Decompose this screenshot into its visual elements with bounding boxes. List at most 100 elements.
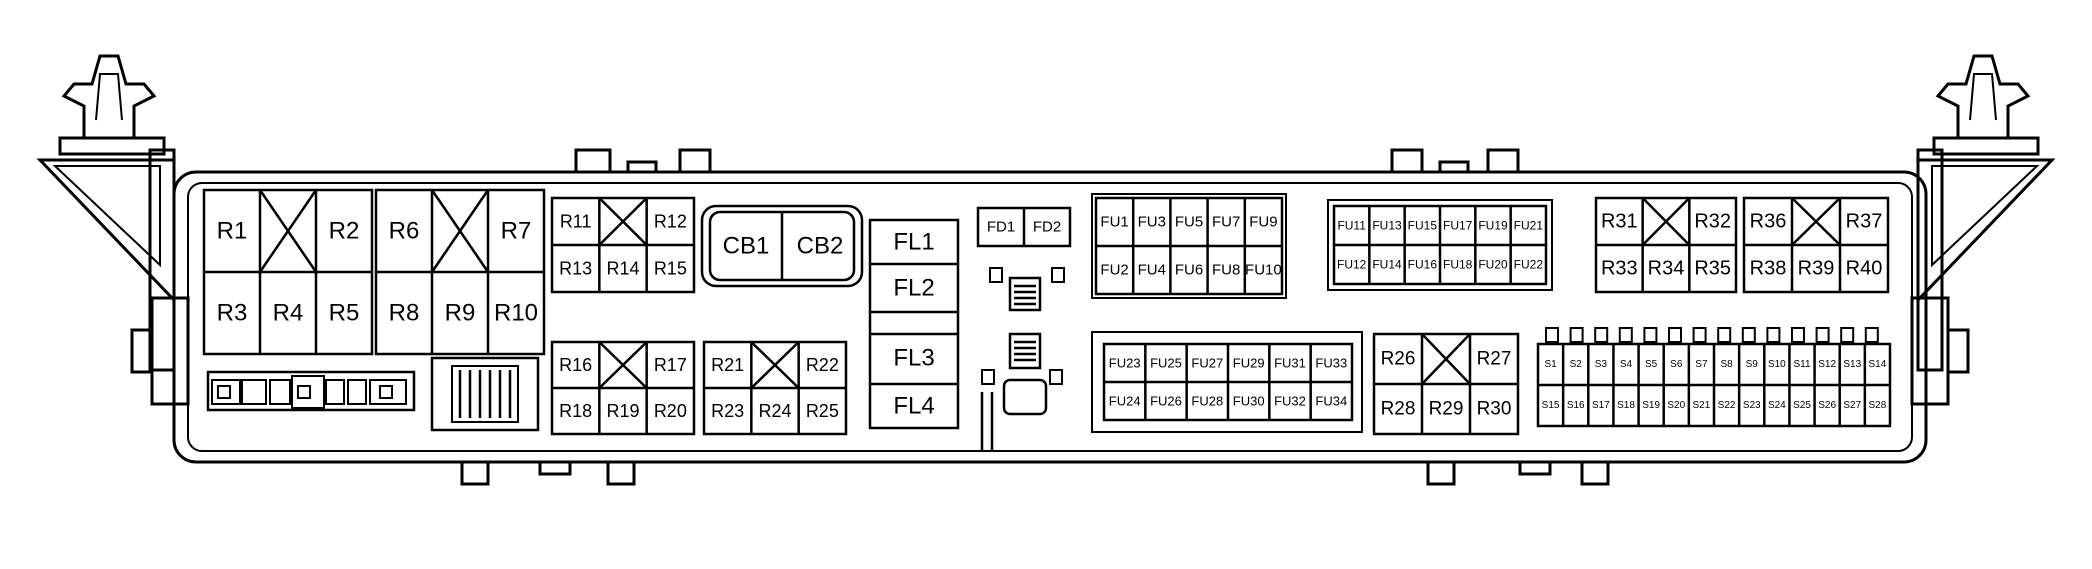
left-clip-base [58,136,166,156]
circuit-breaker-block [700,204,864,288]
small-fuse-label: S8 [1720,359,1733,370]
fuse-label: FU33 [1315,356,1347,371]
fuse-label: FU22 [1514,258,1544,272]
small-terminal [989,267,1003,283]
small-fuse-label: S11 [1793,359,1810,370]
relay-label: R32 [1694,211,1731,233]
left-mounting-bracket [36,158,176,304]
circuit-breaker-label: CB2 [797,233,844,260]
top-tab [1390,148,1424,174]
fuse-label: FU29 [1233,356,1265,371]
small-fuse-top-tab [1717,327,1732,343]
center-connector-core [451,365,519,423]
relay-label: R6 [389,218,420,245]
empty-slot-cross [430,189,490,273]
small-terminal [1049,369,1063,385]
fuse-strip-slot [211,379,241,405]
relay-label: R3 [217,300,248,327]
fuse-label: FU27 [1191,356,1223,371]
small-fuse-top-tab [1692,327,1707,343]
empty-slot-cross [1791,197,1841,246]
mini-relay [1008,276,1042,312]
small-fuse-top-tab [1864,327,1879,343]
fuse-label: FU19 [1478,219,1508,233]
fuse-label: FU31 [1274,356,1306,371]
bottom-tab [538,460,572,476]
relay-label: R18 [559,401,592,421]
small-fuse-block [1536,342,1892,428]
bottom-tab [1426,460,1456,486]
fuse-strip-slot [347,379,367,405]
bottom-tab [606,460,636,486]
relay-label: R26 [1381,349,1416,370]
small-fuse-label: S15 [1542,400,1560,411]
small-fuse-label: S2 [1570,359,1583,370]
relay-label: R13 [559,259,592,279]
top-tab [1486,148,1520,174]
fuse-label: FU17 [1443,219,1473,233]
relay-label: R39 [1798,258,1835,280]
top-tab [1438,160,1470,174]
small-fuse-top-tab [1791,327,1805,343]
small-fuse-label: S16 [1567,400,1585,411]
fuse-label: FU11 [1337,219,1366,233]
circuit-breaker-label: CB1 [723,233,770,260]
empty-slot-cross [1421,333,1471,385]
small-fuse-label: S5 [1645,359,1658,370]
relay-label: R22 [806,355,839,375]
relay-label: R37 [1846,211,1883,233]
relay-label: R4 [273,300,304,327]
mini-relay [1008,332,1042,370]
small-fuse-top-tab [1668,327,1682,343]
top-tab [626,160,658,174]
left-clip-inner [95,73,123,121]
relay-label: R29 [1429,399,1464,420]
fuse-label: FU4 [1138,262,1166,279]
fuse-label: FU8 [1212,262,1240,279]
right-bracket-rail [1916,148,1944,372]
fusible-link-label: FL2 [893,275,934,302]
relay-label: R40 [1846,258,1883,280]
right-clip-inner [1969,73,1997,121]
small-fuse-label: S25 [1793,400,1811,411]
top-tab [678,148,712,174]
small-fuse-label: S13 [1843,359,1861,370]
fuse-strip-slot [291,375,325,409]
fuse-label: FU14 [1372,258,1402,272]
small-fuse-label: S7 [1695,359,1708,370]
left-bracket-inner [52,165,161,268]
fuse-block-c-frame [1091,331,1363,433]
fuse-label: FU15 [1408,219,1438,233]
small-fuse-label: S1 [1544,359,1557,370]
small-fuse-label: S17 [1592,400,1610,411]
relay-label: R14 [606,259,639,279]
fuse-label: FU34 [1315,394,1347,409]
fuse-box-housing [36,54,2056,486]
fuse-strip-slot [269,379,291,405]
relay-label: R9 [445,300,476,327]
empty-slot-cross [598,341,648,389]
left-clip [61,54,157,140]
left-bracket-rail [148,148,176,372]
right-bracket-inner [1931,165,2040,268]
small-fuse-top-tab [1618,327,1633,343]
fuse-label: FU7 [1212,214,1240,231]
right-side-nub [1946,328,1970,374]
mini-connector [1002,378,1048,416]
top-tab [574,148,612,174]
relay-label: R23 [711,401,744,421]
small-fuse-label: S21 [1693,400,1711,411]
small-fuse-label: S6 [1670,359,1683,370]
small-fuse-top-tab [1643,327,1658,343]
fuse-strip-terminal [297,385,311,399]
relay-label: R25 [806,401,839,421]
fuse-label: FU10 [1245,262,1282,279]
small-fuse-top-tab [1840,327,1855,343]
fusible-link-label: FL3 [893,345,934,372]
fuse-label: FU3 [1138,214,1166,231]
relay-label: R36 [1750,211,1787,233]
fuse-label: FU30 [1233,394,1265,409]
small-fuse-label: S14 [1869,359,1887,370]
fuse-label: FU1 [1100,214,1128,231]
